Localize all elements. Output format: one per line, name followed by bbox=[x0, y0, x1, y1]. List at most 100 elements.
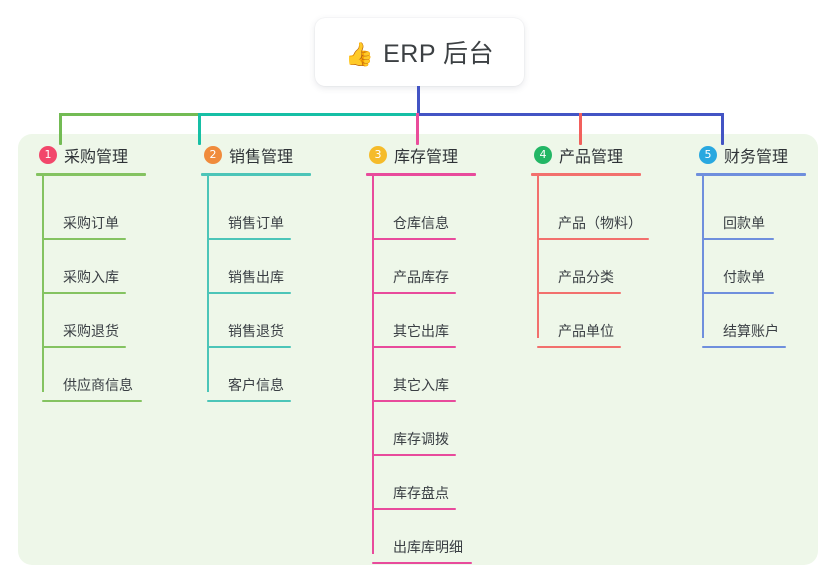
menu-item[interactable]: 采购订单 bbox=[36, 188, 186, 242]
column-header-库存管理[interactable]: 3 库存管理 bbox=[366, 143, 516, 167]
menu-item-label: 回款单 bbox=[723, 215, 765, 231]
menu-item-label: 采购入库 bbox=[63, 269, 119, 285]
column-header-rule bbox=[696, 173, 806, 176]
menu-item-label: 销售出库 bbox=[228, 269, 284, 285]
menu-item-rule bbox=[372, 508, 456, 510]
menu-item-rule bbox=[372, 292, 456, 294]
menu-item[interactable]: 出库库明细 bbox=[366, 512, 516, 566]
menu-item-label: 产品库存 bbox=[393, 269, 449, 285]
menu-item-label: 其它出库 bbox=[393, 323, 449, 339]
column-header-rule bbox=[201, 173, 311, 176]
menu-item-label: 出库库明细 bbox=[393, 539, 463, 555]
menu-item-rule bbox=[702, 292, 774, 294]
column-title: 财务管理 bbox=[724, 149, 789, 166]
menu-item-rule bbox=[207, 238, 291, 240]
menu-item-rule bbox=[42, 400, 142, 402]
menu-item-label: 库存盘点 bbox=[393, 485, 449, 501]
column-header-rule bbox=[366, 173, 476, 176]
column-header-rule bbox=[36, 173, 146, 176]
menu-item[interactable]: 回款单 bbox=[696, 188, 839, 242]
menu-item[interactable]: 采购入库 bbox=[36, 242, 186, 296]
column-items: 产品（物料）产品分类产品单位 bbox=[531, 176, 681, 350]
drop-sales bbox=[198, 113, 201, 145]
menu-item[interactable]: 产品单位 bbox=[531, 296, 681, 350]
column-header-产品管理[interactable]: 4 产品管理 bbox=[531, 143, 681, 167]
drop-product bbox=[579, 113, 582, 145]
column-销售管理: 2 销售管理销售订单销售出库销售退货客户信息 bbox=[201, 143, 351, 404]
column-header-销售管理[interactable]: 2 销售管理 bbox=[201, 143, 351, 167]
menu-item[interactable]: 付款单 bbox=[696, 242, 839, 296]
column-number-badge: 5 bbox=[699, 146, 717, 164]
menu-item[interactable]: 销售订单 bbox=[201, 188, 351, 242]
menu-item-label: 采购订单 bbox=[63, 215, 119, 231]
menu-item[interactable]: 库存调拨 bbox=[366, 404, 516, 458]
bus-segment-left bbox=[61, 113, 200, 116]
menu-item-label: 采购退货 bbox=[63, 323, 119, 339]
menu-item-rule bbox=[537, 292, 621, 294]
diagram-panel bbox=[18, 134, 818, 565]
menu-item-rule bbox=[207, 400, 291, 402]
column-number-badge: 2 bbox=[204, 146, 222, 164]
drop-inventory bbox=[416, 113, 419, 145]
column-title: 库存管理 bbox=[394, 149, 459, 166]
menu-item[interactable]: 其它入库 bbox=[366, 350, 516, 404]
menu-item[interactable]: 其它出库 bbox=[366, 296, 516, 350]
column-items: 仓库信息产品库存其它出库其它入库库存调拨库存盘点出库库明细 bbox=[366, 176, 516, 566]
trunk-connector bbox=[417, 86, 420, 114]
column-财务管理: 5 财务管理回款单付款单结算账户 bbox=[696, 143, 839, 350]
column-header-rule bbox=[531, 173, 641, 176]
menu-item[interactable]: 采购退货 bbox=[36, 296, 186, 350]
menu-item-label: 仓库信息 bbox=[393, 215, 449, 231]
menu-item-label: 销售订单 bbox=[228, 215, 284, 231]
menu-item[interactable]: 产品分类 bbox=[531, 242, 681, 296]
column-spine bbox=[372, 176, 374, 554]
column-items: 回款单付款单结算账户 bbox=[696, 176, 839, 350]
root-node-label: 👍 ERP 后台 bbox=[345, 34, 494, 70]
menu-item-rule bbox=[42, 292, 126, 294]
column-items: 销售订单销售出库销售退货客户信息 bbox=[201, 176, 351, 404]
menu-item-rule bbox=[372, 238, 456, 240]
column-title: 销售管理 bbox=[229, 149, 294, 166]
menu-item-rule bbox=[372, 562, 472, 564]
drop-purchase bbox=[59, 113, 62, 145]
column-items: 采购订单采购入库采购退货供应商信息 bbox=[36, 176, 186, 404]
menu-item[interactable]: 仓库信息 bbox=[366, 188, 516, 242]
menu-item-rule bbox=[372, 454, 456, 456]
column-spine bbox=[42, 176, 44, 392]
menu-item[interactable]: 产品（物料） bbox=[531, 188, 681, 242]
menu-item-rule bbox=[372, 346, 456, 348]
column-number-badge: 3 bbox=[369, 146, 387, 164]
menu-item-label: 销售退货 bbox=[228, 323, 284, 339]
column-title: 产品管理 bbox=[559, 149, 624, 166]
thumbs-up-icon: 👍 bbox=[344, 41, 375, 67]
menu-item-rule bbox=[702, 346, 786, 348]
bus-segment-right bbox=[417, 113, 723, 116]
menu-item-rule bbox=[702, 238, 774, 240]
menu-item[interactable]: 客户信息 bbox=[201, 350, 351, 404]
menu-item-label: 供应商信息 bbox=[63, 377, 133, 393]
menu-item-label: 库存调拨 bbox=[393, 431, 449, 447]
menu-item-rule bbox=[537, 238, 649, 240]
column-spine bbox=[537, 176, 539, 338]
menu-item[interactable]: 销售出库 bbox=[201, 242, 351, 296]
column-产品管理: 4 产品管理产品（物料）产品分类产品单位 bbox=[531, 143, 681, 350]
column-header-财务管理[interactable]: 5 财务管理 bbox=[696, 143, 839, 167]
menu-item[interactable]: 销售退货 bbox=[201, 296, 351, 350]
menu-item-label: 结算账户 bbox=[723, 323, 779, 339]
column-spine bbox=[207, 176, 209, 392]
column-number-badge: 4 bbox=[534, 146, 552, 164]
bus-segment-middle bbox=[200, 113, 418, 116]
menu-item[interactable]: 结算账户 bbox=[696, 296, 839, 350]
column-spine bbox=[702, 176, 704, 338]
menu-item-rule bbox=[537, 346, 621, 348]
menu-item-label: 客户信息 bbox=[228, 377, 284, 393]
menu-item-label: 其它入库 bbox=[393, 377, 449, 393]
menu-item[interactable]: 产品库存 bbox=[366, 242, 516, 296]
root-node-text: ERP 后台 bbox=[383, 40, 495, 68]
menu-item[interactable]: 供应商信息 bbox=[36, 350, 186, 404]
menu-item[interactable]: 库存盘点 bbox=[366, 458, 516, 512]
menu-item-rule bbox=[372, 400, 456, 402]
root-node[interactable]: 👍 ERP 后台 bbox=[315, 18, 524, 86]
